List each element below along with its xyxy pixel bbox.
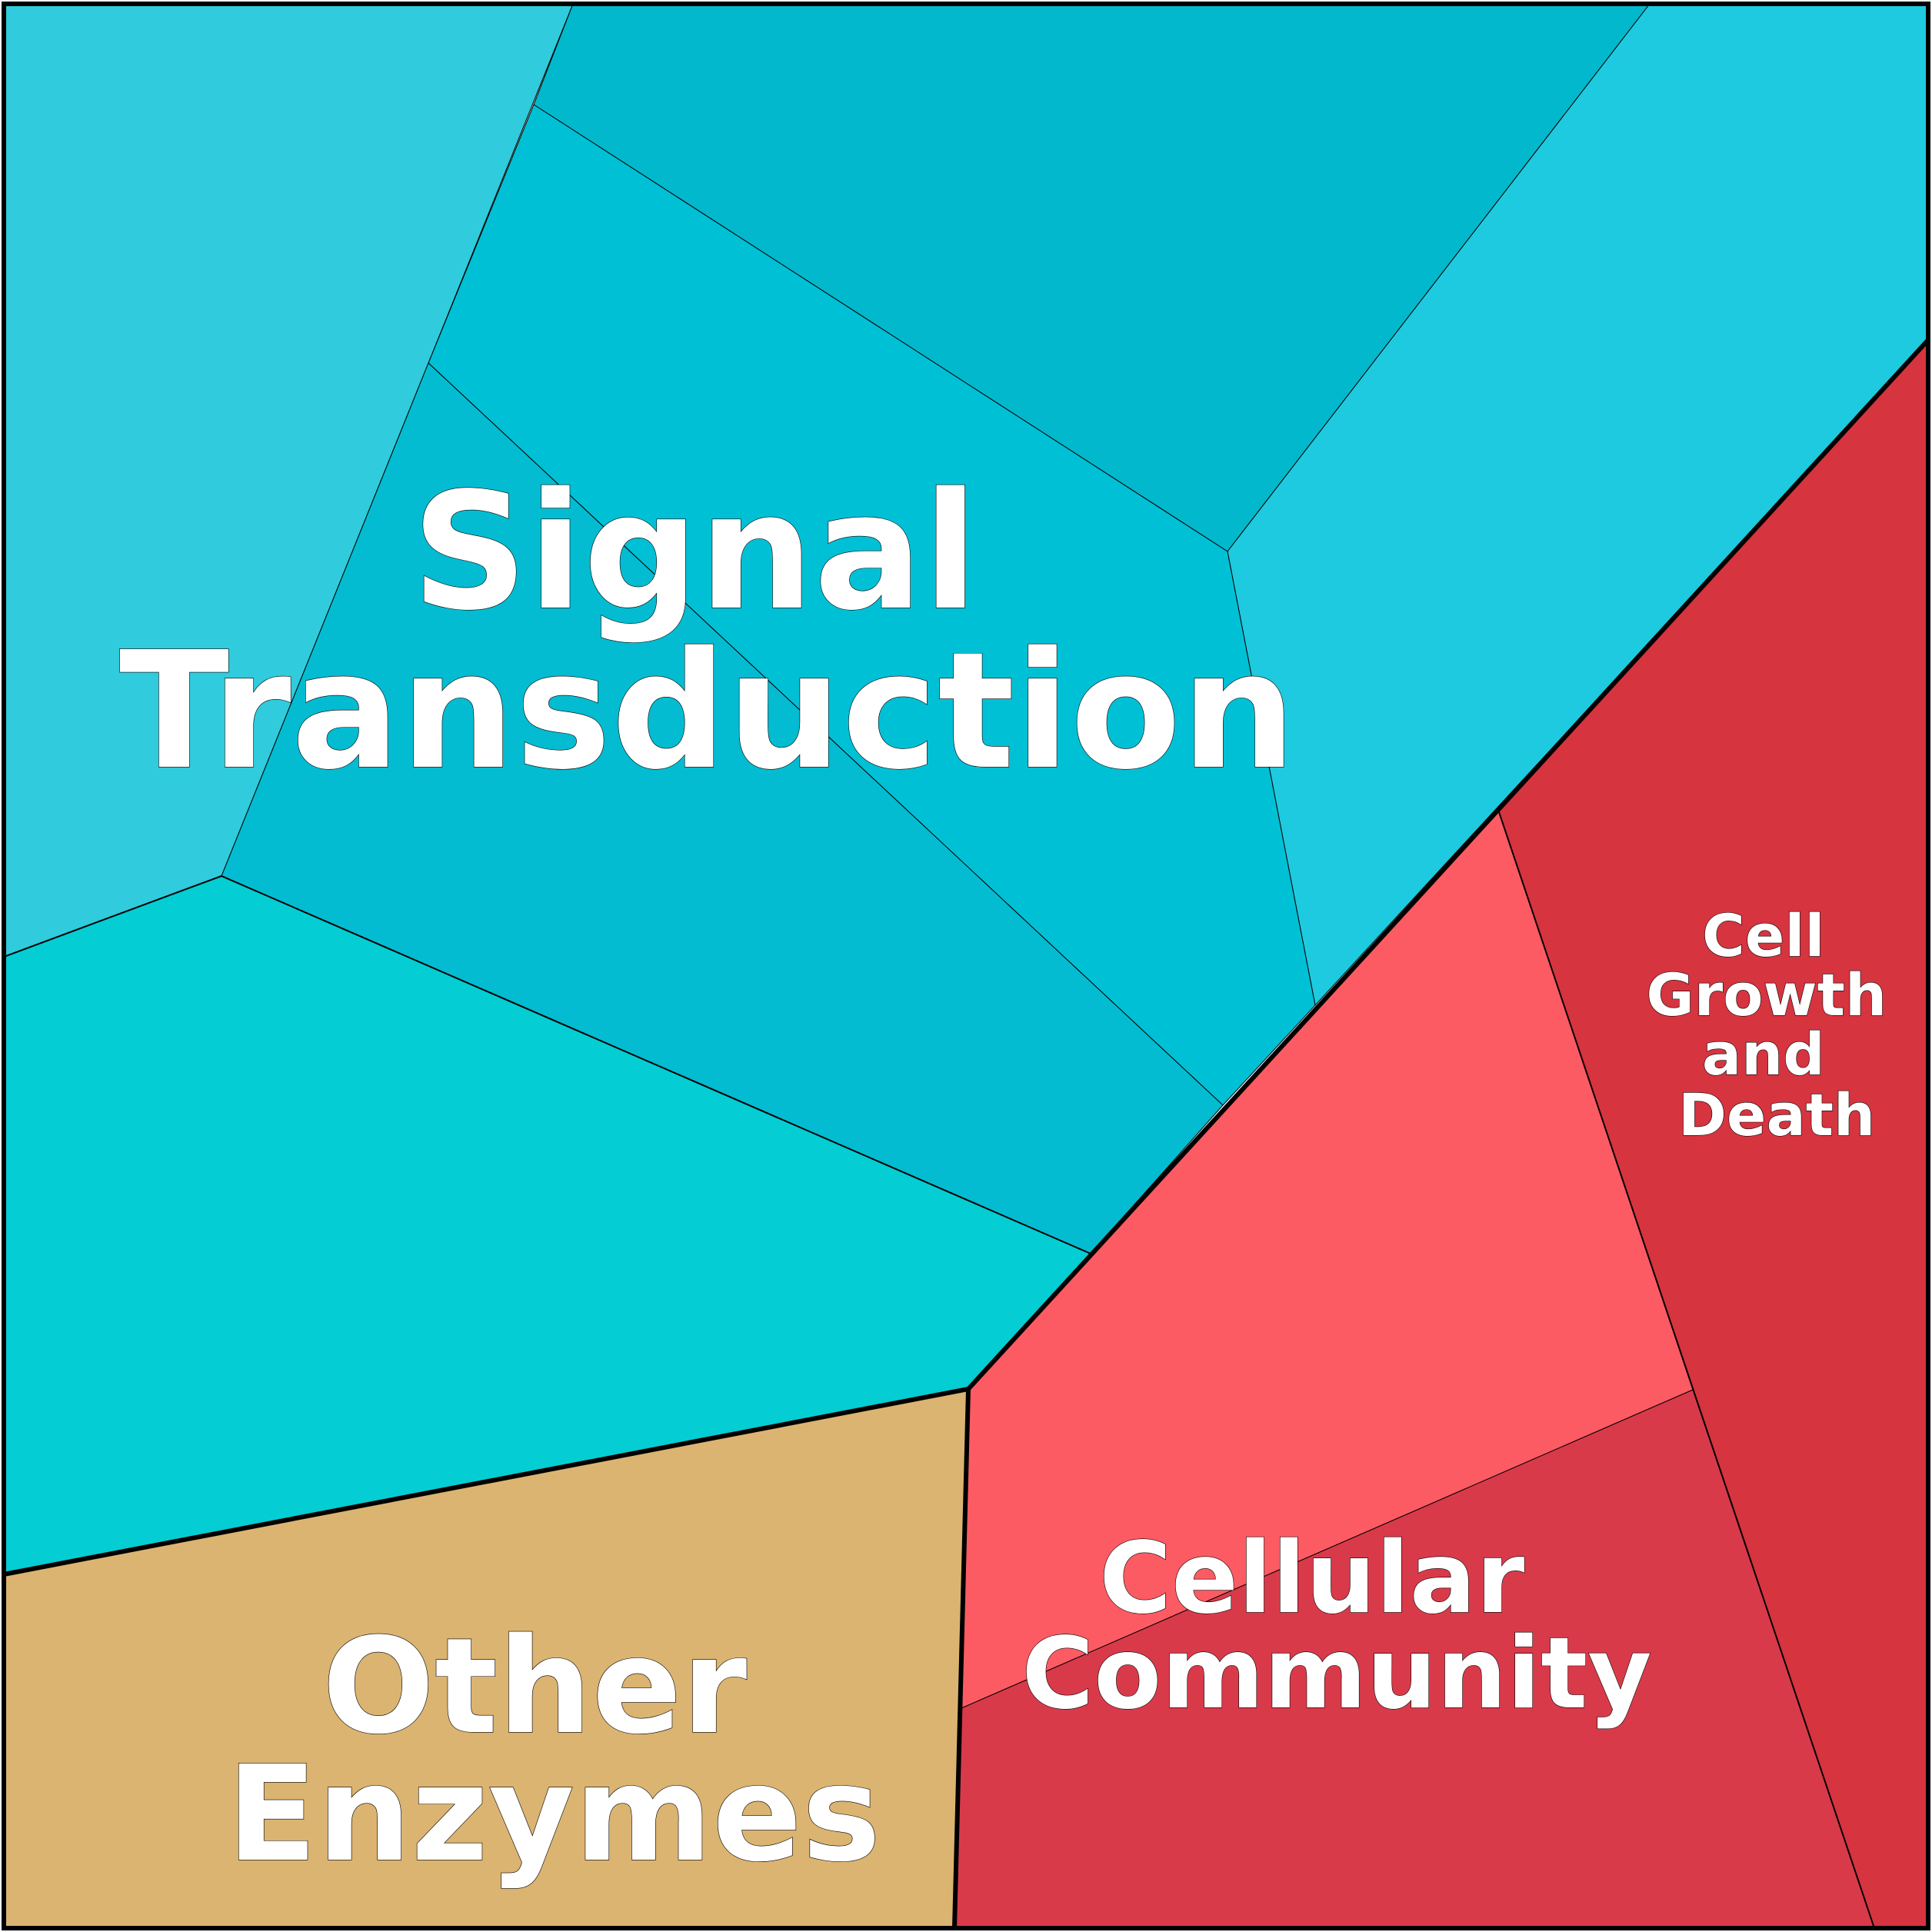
signal-transduction-label-line-1: Signal <box>411 458 978 646</box>
other-enzymes-label-line-1: Other <box>322 1609 748 1764</box>
other-enzymes-label-line-2: Enzymes <box>227 1737 881 1891</box>
cellular-community-label-line-2: Community <box>1021 1617 1651 1731</box>
cell-growth-label-line-3: and <box>1702 1020 1825 1088</box>
signal-transduction-label: Signal Transduction <box>119 458 1296 805</box>
signal-transduction-cell-4 <box>428 104 1316 1106</box>
other-enzymes-label: Other Enzymes <box>227 1609 881 1891</box>
cell-growth-and-death-label: Cell Growth and Death <box>1646 901 1907 1149</box>
signal-transduction-label-line-2: Transduction <box>119 617 1296 805</box>
group-border-enzymes-community <box>952 1388 971 1929</box>
cell-growth-label-line-4: Death <box>1678 1081 1875 1149</box>
cellular-community-label-line-1: Cellular <box>1099 1521 1524 1636</box>
cell-growth-label-line-2: Growth <box>1646 961 1887 1029</box>
cell-growth-label-line-1: Cell <box>1702 901 1824 970</box>
cellular-community-label: Cellular Community <box>1021 1521 1651 1731</box>
